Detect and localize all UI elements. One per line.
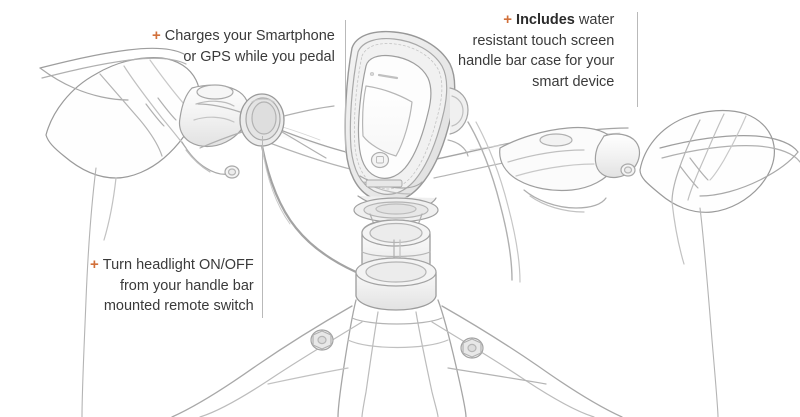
leader-line-headlight [262, 136, 263, 318]
plus-bullet-icon: + [503, 11, 513, 28]
right-shifter [499, 126, 641, 213]
callout-includes-bold-word: Includes [516, 12, 575, 28]
callout-charges-smartphone: +Charges your Smartphone or GPS while yo… [152, 26, 335, 67]
plus-bullet-icon: + [90, 256, 99, 273]
callout-includes-line-1: +Includes water [458, 10, 614, 31]
smartphone-case [344, 30, 469, 203]
callout-charges-text-1: Charges your Smartphone [164, 28, 335, 44]
callout-headlight-line-1: +Turn headlight ON/OFF [90, 255, 254, 276]
callout-includes-line-4: smart device [532, 73, 615, 90]
callout-includes-text-1-rest: water [574, 12, 615, 28]
callout-headlight-text-1: Turn headlight ON/OFF [102, 257, 254, 273]
callout-includes-case: +Includes water resistant touch screen h… [458, 10, 614, 92]
fork-crown [171, 299, 623, 417]
callout-headlight-line-3: mounted remote switch [103, 298, 254, 314]
leader-line-includes [637, 12, 638, 107]
plus-bullet-icon: + [152, 27, 161, 44]
crown-bolt-right [460, 337, 484, 359]
callout-headlight-line-2: from your handle bar [119, 277, 254, 294]
case-mount-base [353, 195, 439, 223]
callout-includes-line-2: resistant touch screen [472, 32, 615, 49]
crown-bolt-left [310, 329, 334, 351]
left-hand-grip [39, 47, 201, 417]
stem-steerer [355, 213, 437, 311]
callout-charges-line-1: +Charges your Smartphone [152, 26, 335, 47]
callout-charges-line-2: or GPS while you pedal [183, 48, 335, 65]
callout-includes-line-3: handle bar case for your [458, 53, 615, 69]
left-shifter-body [178, 84, 250, 179]
leader-line-charges [345, 20, 346, 152]
right-brake-cable [467, 121, 521, 283]
callout-headlight-switch: +Turn headlight ON/OFF from your handle … [90, 255, 254, 317]
right-hand-grip [639, 109, 800, 417]
switch-cable [260, 144, 358, 274]
